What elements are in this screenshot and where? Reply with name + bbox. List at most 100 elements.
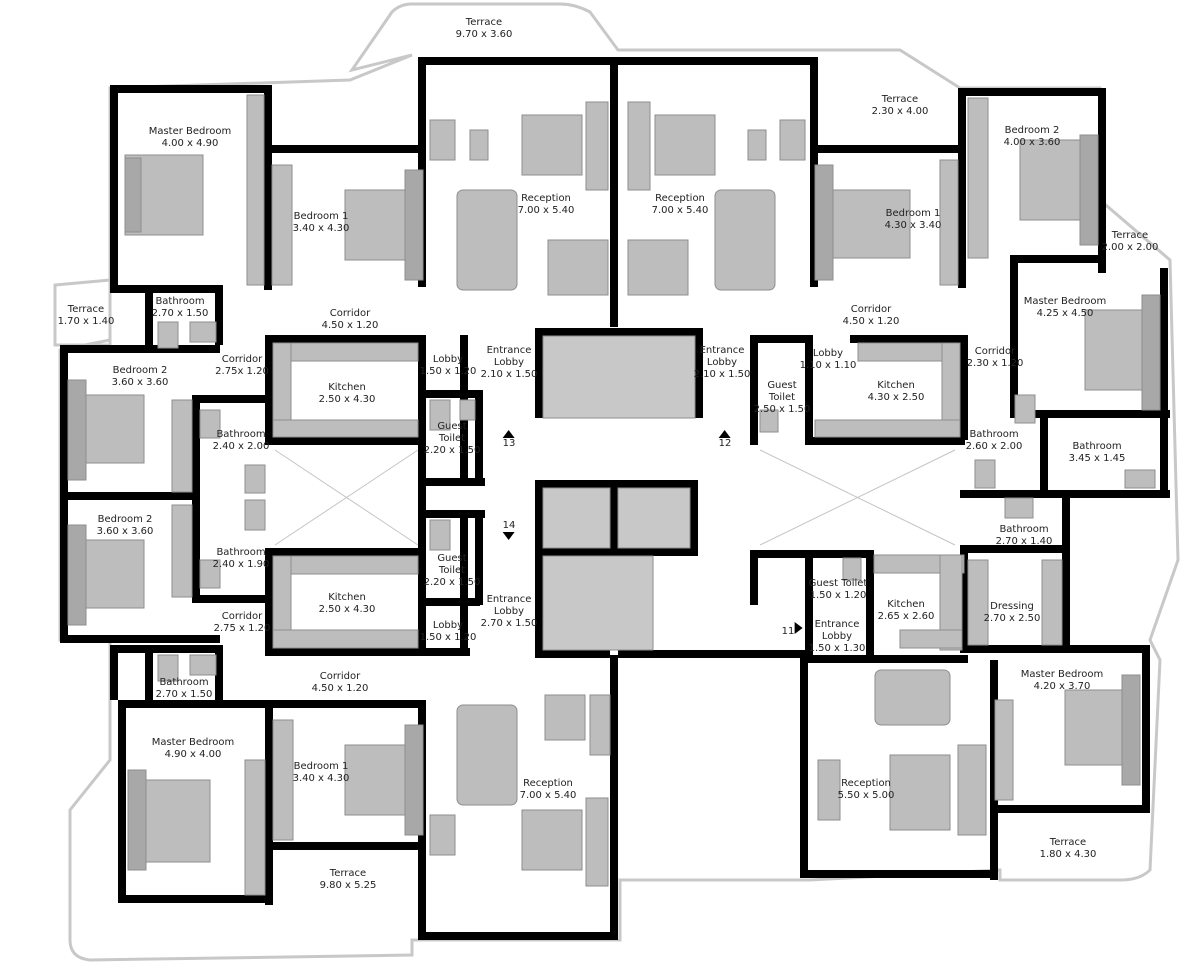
room-name: Bathroom	[155, 296, 205, 307]
room-dimensions: 7.00 x 5.40	[651, 205, 709, 216]
arrow-down-icon	[502, 532, 515, 540]
room-dimensions: 2.70 x 1.50	[155, 689, 213, 700]
room-name: Master Bedroom	[1023, 296, 1107, 307]
unit-number: 12	[718, 438, 732, 449]
room-dimensions: 2.30 x 1.20	[966, 358, 1024, 369]
room-dimensions: 1.10 x 1.10	[799, 360, 857, 371]
room-dimensions: 4.20 x 3.70	[1033, 681, 1091, 692]
room-dimensions: 3.60 x 3.60	[111, 377, 169, 388]
unit-number: 13	[502, 438, 516, 449]
room-dimensions: 9.80 x 5.25	[319, 880, 377, 891]
room-dimensions: 2.50 x 4.30	[318, 394, 376, 405]
room-name: Kitchen	[328, 592, 366, 603]
room-name: Bedroom 2	[1004, 125, 1060, 136]
unit-marker-13: 13	[502, 430, 516, 450]
arrow-right-icon	[794, 622, 803, 634]
room-name: Reception	[521, 193, 571, 204]
room-dimensions: 2.10 x 1.50	[693, 369, 751, 380]
room-dimensions: 2.20 x 1.50	[423, 445, 481, 456]
building-outline	[53, 2, 1180, 962]
room-dimensions: 1.80 x 4.30	[1039, 849, 1097, 860]
room-name: Reception	[655, 193, 705, 204]
room-name: Corridor	[329, 308, 371, 319]
room-dimensions: 3.45 x 1.45	[1068, 453, 1126, 464]
room-name: Lobby	[432, 354, 464, 365]
room-dimensions: 3.60 x 3.60	[96, 526, 154, 537]
unit-number: 14	[502, 520, 516, 531]
room-name: Corridor	[221, 611, 263, 622]
room-dimensions: 4.25 x 4.50	[1036, 308, 1094, 319]
room-dimensions: 4.50 x 1.20	[321, 320, 379, 331]
room-name: Bathroom	[159, 677, 209, 688]
room-name: Terrace	[329, 868, 367, 879]
room-name: Bathroom	[999, 524, 1049, 535]
room-dimensions: 4.90 x 4.00	[164, 749, 222, 760]
room-name: Entrance Lobby	[486, 345, 532, 368]
room-name: Bedroom 1	[885, 208, 941, 219]
room-name: Reception	[841, 778, 891, 789]
room-name: Terrace	[881, 94, 919, 105]
room-name: Corridor	[319, 671, 361, 682]
room-dimensions: 4.50 x 1.20	[311, 683, 369, 694]
room-dimensions: 3.40 x 4.30	[292, 223, 350, 234]
room-dimensions: 7.00 x 5.40	[519, 790, 577, 801]
room-name: Terrace	[465, 17, 503, 28]
arrow-up-icon	[718, 430, 731, 438]
room-name: Guest Toilet	[437, 421, 467, 444]
room-dimensions: 2.65 x 2.60	[877, 611, 935, 622]
room-name: Corridor	[221, 354, 263, 365]
room-name: Lobby	[812, 348, 844, 359]
room-name: Bathroom	[216, 429, 266, 440]
room-name: Corridor	[850, 304, 892, 315]
room-dimensions: 1.50 x 1.20	[809, 590, 867, 601]
room-name: Guest Toilet	[767, 380, 797, 403]
room-name: Terrace	[1111, 230, 1149, 241]
room-name: Dressing	[990, 601, 1034, 612]
room-dimensions: 2.40 x 1.90	[212, 559, 270, 570]
room-name: Reception	[523, 778, 573, 789]
unit-marker-12: 12	[718, 430, 732, 450]
room-dimensions: 2.70 x 2.50	[983, 613, 1041, 624]
room-dimensions: 2.75 x 1.20	[213, 623, 271, 634]
room-dimensions: 4.30 x 2.50	[867, 392, 925, 403]
room-name: Entrance Lobby	[814, 619, 860, 642]
unit-number: 11	[781, 626, 795, 637]
room-name: Terrace	[1049, 837, 1087, 848]
room-dimensions: 2.60 x 2.00	[965, 441, 1023, 452]
room-name: Guest Toilet	[808, 578, 868, 589]
room-dimensions: 2.30 x 4.00	[871, 106, 929, 117]
room-name: Master Bedroom	[1020, 669, 1104, 680]
room-dimensions: 2.70 x 1.50	[480, 618, 538, 629]
room-dimensions: 1.50 x 1.20	[419, 366, 477, 377]
